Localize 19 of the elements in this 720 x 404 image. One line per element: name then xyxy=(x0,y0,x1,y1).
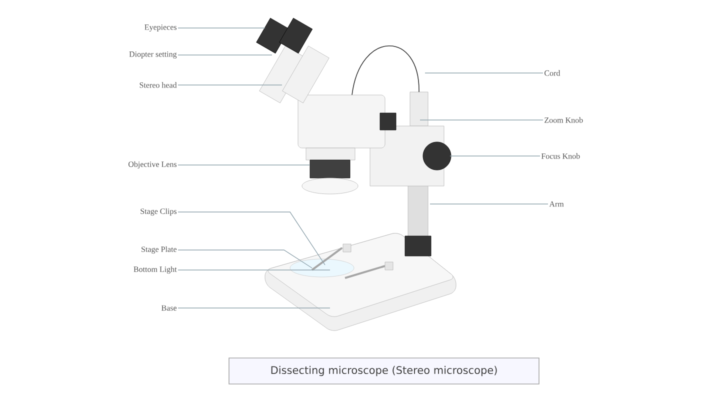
leader-line xyxy=(178,212,326,266)
part-label: Base xyxy=(162,305,177,311)
part-label: Stereo head xyxy=(140,82,177,88)
part-label: Stage Clips xyxy=(140,208,177,216)
part-label: Zoom Knob xyxy=(544,117,583,123)
part-label: Objective Lens xyxy=(128,161,177,169)
part-label: Focus Knob xyxy=(541,153,580,159)
part-label: Diopter setting xyxy=(129,51,177,58)
leader-line xyxy=(178,54,272,56)
part-label: Stage Plate xyxy=(142,246,177,254)
leader-line xyxy=(178,84,282,86)
leader-line xyxy=(424,72,544,74)
part-label: Bottom Light xyxy=(134,266,177,274)
part-label: Eyepieces xyxy=(144,24,177,32)
leader-line xyxy=(178,250,312,268)
part-label: Cord xyxy=(544,70,560,76)
leader-line xyxy=(178,164,310,166)
caption-box: Dissecting microscope (Stereo microscope) xyxy=(228,358,540,384)
part-label: Arm xyxy=(549,201,564,207)
